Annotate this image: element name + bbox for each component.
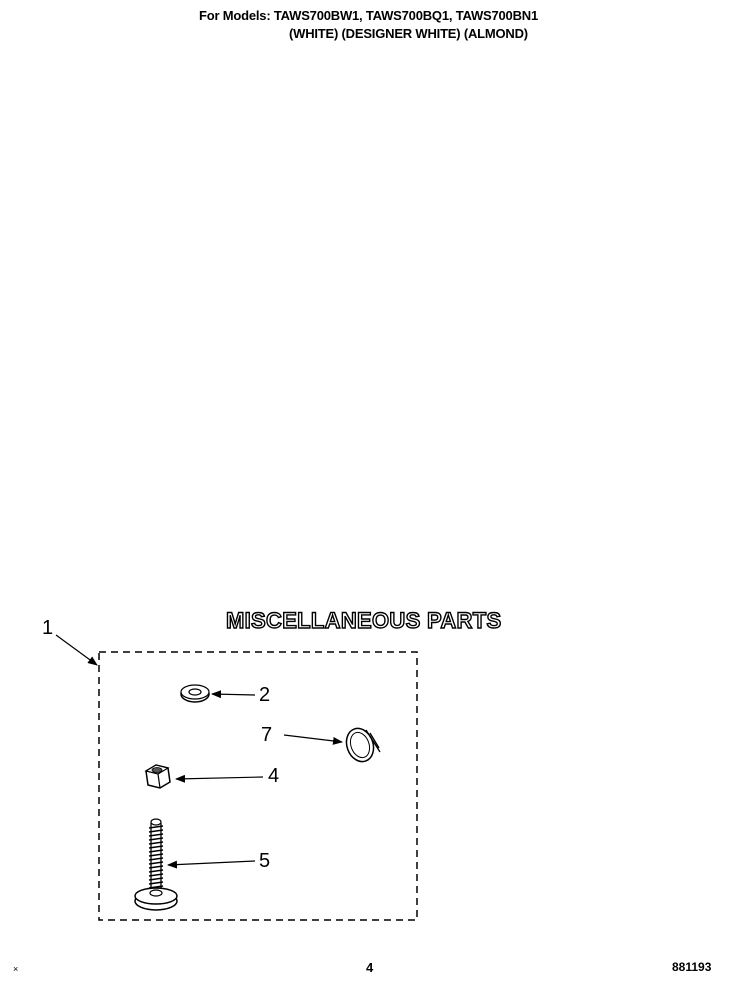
colors-header: (WHITE) (DESIGNER WHITE) (ALMOND): [289, 26, 528, 41]
washer-part: [180, 684, 210, 703]
hex-nut-part: [144, 764, 171, 789]
callout-4: 4: [268, 765, 280, 787]
corner-mark: ×: [13, 964, 19, 974]
leader-5: [167, 860, 256, 869]
models-header: For Models: TAWS700BW1, TAWS700BQ1, TAWS…: [199, 8, 538, 23]
leader-7: [283, 734, 343, 745]
leader-4: [175, 774, 264, 783]
kit-boundary: [98, 651, 418, 921]
document-code: 881193: [672, 960, 712, 974]
callout-5: 5: [259, 850, 271, 872]
leader-1: [55, 634, 98, 666]
callout-1: 1: [42, 617, 54, 639]
clip-part: [345, 727, 381, 763]
section-title: MISCELLANEOUS PARTS: [225, 607, 502, 633]
leader-2: [211, 690, 256, 699]
foot-screw-part: [134, 818, 178, 911]
callout-2: 2: [259, 684, 271, 706]
callout-7: 7: [261, 724, 273, 746]
page-number: 4: [366, 960, 374, 975]
